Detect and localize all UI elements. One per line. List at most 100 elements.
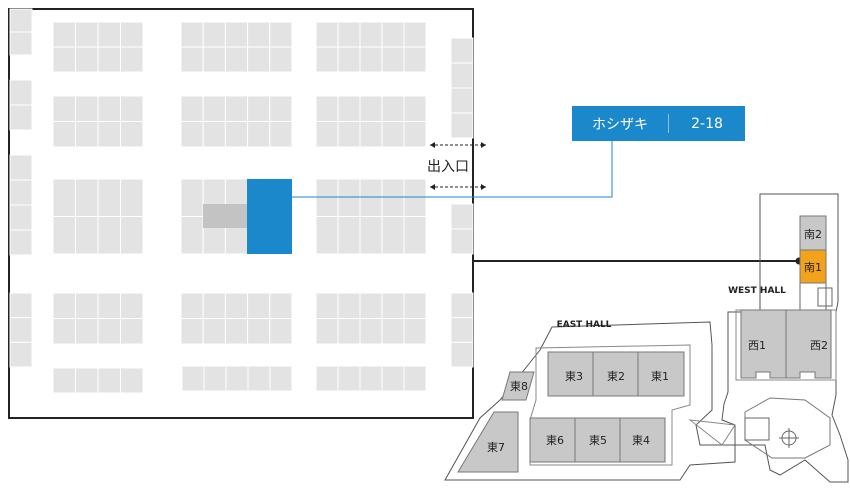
booth-cell[interactable]: [75, 121, 99, 148]
booth-cell[interactable]: [9, 8, 33, 33]
booth-cell[interactable]: [9, 317, 33, 343]
booth-cell[interactable]: [403, 21, 427, 48]
booth-cell[interactable]: [180, 216, 204, 255]
booth-cell[interactable]: [120, 95, 144, 122]
highlighted-booth[interactable]: [247, 179, 292, 254]
booth-cell[interactable]: [75, 178, 99, 217]
booth-cell[interactable]: [224, 21, 249, 48]
booth-cell[interactable]: [180, 95, 204, 122]
booth-cell[interactable]: [359, 21, 383, 48]
booth-cell[interactable]: [359, 365, 383, 392]
booth-cell[interactable]: [403, 178, 427, 217]
booth-cell[interactable]: [9, 229, 33, 256]
booth-cell[interactable]: [180, 121, 204, 148]
booth-cell[interactable]: [97, 121, 121, 148]
booth-cell[interactable]: [337, 21, 361, 48]
booth-cell[interactable]: [337, 121, 361, 148]
booth-cell[interactable]: [315, 365, 339, 392]
booth-cell[interactable]: [224, 292, 249, 319]
hall-south-2[interactable]: [799, 215, 827, 251]
booth-cell[interactable]: [337, 318, 361, 345]
booth-cell[interactable]: [337, 178, 361, 217]
booth-cell[interactable]: [359, 95, 383, 122]
booth-cell[interactable]: [269, 292, 293, 319]
booth-cell[interactable]: [97, 318, 121, 345]
booth-cell[interactable]: [9, 204, 33, 231]
booth-cell[interactable]: [75, 95, 99, 122]
hall-east-4[interactable]: [619, 417, 666, 463]
booth-cell[interactable]: [120, 216, 144, 255]
booth-cell[interactable]: [450, 37, 474, 64]
booth-cell[interactable]: [202, 95, 226, 122]
booth-cell[interactable]: [381, 216, 405, 255]
booth-cell[interactable]: [269, 46, 293, 73]
booth-cell[interactable]: [224, 46, 249, 73]
booth-cell[interactable]: [403, 216, 427, 255]
booth-cell[interactable]: [381, 318, 405, 345]
booth-cell[interactable]: [75, 318, 99, 345]
booth-cell[interactable]: [75, 367, 99, 394]
booth-cell[interactable]: [403, 365, 427, 392]
booth-cell[interactable]: [450, 112, 474, 139]
booth-cell[interactable]: [450, 292, 474, 319]
booth-cell[interactable]: [337, 292, 361, 319]
booth-cell[interactable]: [120, 21, 144, 48]
booth-cell[interactable]: [381, 292, 405, 319]
booth-cell[interactable]: [120, 292, 144, 319]
booth-cell[interactable]: [247, 21, 271, 48]
booth-cell[interactable]: [381, 46, 405, 73]
booth-cell[interactable]: [9, 31, 33, 56]
booth-cell[interactable]: [403, 292, 427, 319]
booth-cell[interactable]: [450, 228, 474, 255]
hall-south-1[interactable]: [799, 249, 827, 284]
hall-east-7[interactable]: [457, 411, 519, 473]
booth-cell[interactable]: [181, 365, 205, 392]
booth-cell[interactable]: [269, 318, 293, 345]
booth-cell[interactable]: [315, 95, 339, 122]
booth-cell[interactable]: [450, 317, 474, 343]
hall-west-2[interactable]: [785, 309, 832, 379]
booth-cell[interactable]: [337, 216, 361, 255]
booth-cell[interactable]: [120, 121, 144, 148]
booth-cell[interactable]: [337, 46, 361, 73]
booth-cell[interactable]: [450, 203, 474, 230]
booth-cell[interactable]: [52, 292, 76, 319]
booth-cell[interactable]: [9, 179, 33, 206]
booth-cell[interactable]: [9, 104, 33, 131]
exhibitor-callout[interactable]: ホシザキ 2-18: [572, 106, 745, 141]
booth-cell[interactable]: [359, 216, 383, 255]
booth-cell[interactable]: [180, 21, 204, 48]
booth-cell[interactable]: [224, 318, 249, 345]
booth-cell[interactable]: [97, 21, 121, 48]
booth-cell[interactable]: [247, 95, 271, 122]
booth-cell[interactable]: [381, 121, 405, 148]
booth-cell[interactable]: [450, 87, 474, 114]
booth-cell[interactable]: [97, 46, 121, 73]
booth-cell[interactable]: [247, 318, 271, 345]
booth-cell[interactable]: [403, 46, 427, 73]
booth-cell[interactable]: [120, 367, 144, 394]
booth-cell[interactable]: [381, 21, 405, 48]
booth-cell[interactable]: [52, 46, 76, 73]
booth-cell[interactable]: [247, 292, 271, 319]
booth-cell[interactable]: [315, 216, 339, 255]
booth-cell[interactable]: [403, 95, 427, 122]
booth-cell[interactable]: [97, 292, 121, 319]
booth-cell[interactable]: [202, 318, 226, 345]
booth-cell[interactable]: [315, 292, 339, 319]
booth-cell[interactable]: [202, 21, 226, 48]
booth-cell[interactable]: [269, 365, 293, 392]
booth-cell[interactable]: [337, 365, 361, 392]
booth-cell[interactable]: [403, 121, 427, 148]
hall-east-8[interactable]: [501, 371, 535, 401]
booth-cell[interactable]: [97, 367, 121, 394]
booth-cell[interactable]: [247, 365, 271, 392]
booth-cell[interactable]: [97, 95, 121, 122]
booth-cell[interactable]: [381, 365, 405, 392]
booth-cell[interactable]: [224, 121, 249, 148]
booth-cell[interactable]: [75, 216, 99, 255]
booth-cell[interactable]: [269, 21, 293, 48]
booth-cell[interactable]: [315, 21, 339, 48]
booth-cell[interactable]: [9, 292, 33, 319]
booth-cell[interactable]: [315, 46, 339, 73]
